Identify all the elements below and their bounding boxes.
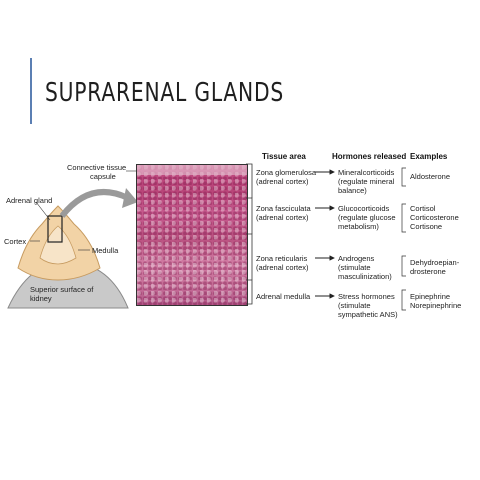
row4-area: Adrenal medulla — [256, 292, 311, 301]
label-kidney-line2: kidney — [30, 294, 52, 303]
zoom-box — [47, 215, 63, 243]
row2-area: Zona fasciculata(adrenal cortex) — [256, 204, 311, 222]
histology-micrograph — [136, 164, 248, 306]
label-capsule-line1: Connective tissue — [67, 163, 127, 172]
slide-title: SUPRARENAL GLANDS — [45, 78, 285, 108]
label-medulla: Medulla — [92, 246, 119, 255]
row1-area: Zona glomerulosa(adrenal cortex) — [256, 168, 317, 186]
row3-examples: Dehydroepian-drosterone — [410, 258, 460, 276]
label-kidney-line1: Superior surface of — [30, 285, 94, 294]
pointer-adrenal — [35, 201, 51, 221]
header-examples: Examples — [410, 152, 448, 161]
label-capsule-line2: capsule — [90, 172, 116, 181]
zoom-arrow — [59, 189, 130, 218]
label-cortex: Cortex — [4, 237, 27, 246]
examples-bracket-3 — [401, 255, 406, 277]
row1-examples: Aldosterone — [410, 172, 451, 181]
adrenal-gland-illustration — [7, 170, 138, 309]
header-hormones-released: Hormones released — [332, 152, 407, 161]
adrenal-figure: Adrenal gland Cortex Medulla Superior su… — [0, 140, 480, 340]
zone-brackets — [246, 163, 253, 305]
table-arrows — [315, 167, 406, 311]
adrenal-medulla-shape — [39, 225, 77, 265]
slide-accent-bar — [30, 58, 32, 124]
examples-bracket-1 — [401, 167, 406, 187]
examples-bracket-4 — [401, 289, 406, 311]
label-adrenal-gland: Adrenal gland — [6, 196, 53, 205]
header-tissue-area: Tissue area — [262, 152, 306, 161]
examples-bracket-2 — [401, 203, 406, 233]
row3-area: Zona reticularis(adrenal cortex) — [256, 254, 309, 272]
zoom-arrow-head — [122, 188, 138, 208]
